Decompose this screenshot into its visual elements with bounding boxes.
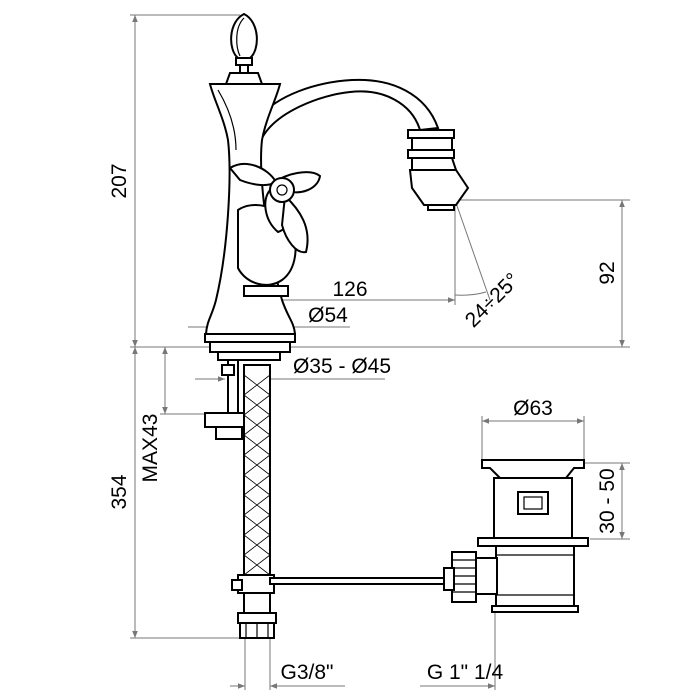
label-spout-reach: 126: [332, 278, 367, 301]
waste-assembly: [443, 459, 589, 613]
label-pipe-length: 354: [108, 474, 131, 509]
label-height-top: 207: [108, 163, 131, 198]
label-spout-height: 92: [596, 261, 619, 284]
label-hole-range: Ø35 - Ø45: [293, 355, 391, 378]
label-thread-waste: G 1" 1/4: [427, 661, 504, 684]
label-angle: 24÷25°: [461, 269, 524, 332]
label-thread-supply: G3/8": [281, 661, 334, 684]
label-max-thickness: MAX43: [139, 414, 162, 483]
tap-body: [204, 12, 470, 361]
label-waste-diameter: Ø63: [513, 397, 553, 420]
label-waste-range: 30 - 50: [596, 468, 619, 533]
label-base-diameter: Ø54: [308, 304, 348, 327]
mounting-and-hoses: [204, 359, 456, 639]
